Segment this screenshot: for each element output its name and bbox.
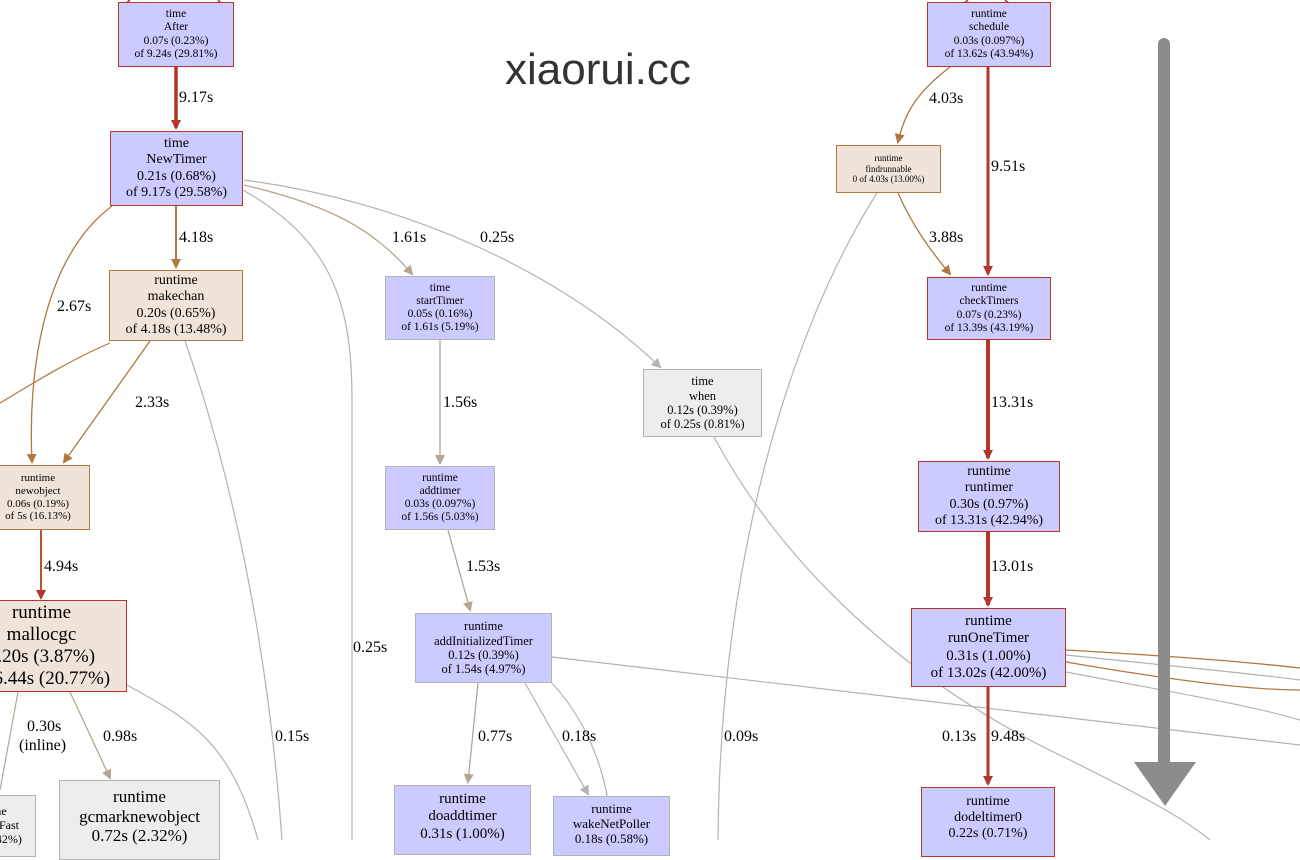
edge-addinit-doaddtimer: [463, 682, 479, 784]
edge-newtimer-when: [243, 179, 662, 369]
node-time-when[interactable]: time when 0.12s (0.39%) of 0.25s (0.81%): [643, 369, 762, 437]
edge-label: 1.61s: [392, 229, 427, 246]
edge-newtimer-newobject: [26, 205, 113, 464]
edge-schedule-findrunnable: [894, 66, 951, 144]
edge-label: 3.88s: [929, 229, 964, 246]
node-runtime-gcmarknewobject[interactable]: runtime gcmarknewobject 0.72s (2.32%): [59, 780, 220, 860]
edge-label: 0.18s: [562, 728, 597, 745]
node-time-starttimer[interactable]: time startTimer 0.05s (0.16%) of 1.61s (…: [385, 276, 495, 340]
edge-label: 0.13s: [942, 728, 977, 745]
edge-addinit-wakenet: [524, 682, 589, 796]
down-arrow-icon: [1134, 38, 1196, 806]
edge-label: 2.67s: [57, 298, 92, 315]
edge-label: 9.48s: [991, 728, 1026, 745]
edge-label: 9.17s: [179, 89, 214, 106]
edge-label: 4.03s: [929, 90, 964, 107]
edge-label-note: (inline): [19, 737, 67, 754]
edge-label: 0.15s: [275, 728, 310, 745]
watermark: xiaorui.cc: [505, 45, 691, 94]
node-runtime-mallocgc[interactable]: runtime mallocgc 1.20s (3.87%) of 6.44s …: [0, 600, 127, 692]
edge-label: 1.53s: [466, 558, 501, 575]
edge-label: 1.56s: [443, 394, 478, 411]
node-runtime-makechan[interactable]: runtime makechan 0.20s (0.65%) of 4.18s …: [109, 270, 243, 341]
edge-label: 0.77s: [478, 728, 513, 745]
node-time-newtimer[interactable]: time NewTimer 0.21s (0.68%) of 9.17s (29…: [110, 131, 243, 206]
node-runtime-findrunnable[interactable]: runtime findrunnable 0 of 4.03s (13.00%): [836, 145, 941, 193]
edge-label: 13.01s: [991, 558, 1034, 575]
node-runtime-dodeltimer0[interactable]: runtime dodeltimer0 0.22s (0.71%): [921, 787, 1055, 857]
edge-label: 4.18s: [179, 229, 214, 246]
node-time-after[interactable]: time After 0.07s (0.23%) of 9.24s (29.81…: [118, 2, 234, 67]
node-runtime-checktimers[interactable]: runtime checkTimers 0.07s (0.23%) of 13.…: [927, 277, 1051, 340]
node-runtime-schedule[interactable]: runtime schedule 0.03s (0.097%) of 13.62…: [927, 2, 1051, 67]
node-runtime-runonetimer[interactable]: runtime runOneTimer 0.31s (1.00%) of 13.…: [911, 608, 1066, 687]
node-runtime-addtimer[interactable]: runtime addtimer 0.03s (0.097%) of 1.56s…: [385, 466, 495, 530]
edge-newtimer-starttimer: [243, 184, 414, 276]
node-runtime-newobject[interactable]: runtime newobject 0.06s (0.19%) of 5s (1…: [0, 465, 90, 530]
edge-label: 0.30s: [27, 718, 62, 735]
edge-label: 4.94s: [44, 558, 79, 575]
edge-label: 0.25s: [353, 639, 388, 656]
edge-label: 9.51s: [991, 158, 1026, 175]
edge-label: 0.09s: [724, 728, 759, 745]
edge-label: 0.98s: [103, 728, 138, 745]
edge-label: 0.25s: [480, 229, 515, 246]
node-runtime-wakenetpoller[interactable]: runtime wakeNetPoller 0.18s (0.58%): [553, 796, 670, 856]
node-runtime-doaddtimer[interactable]: runtime doaddtimer 0.31s (1.00%): [394, 785, 531, 855]
edge-mallocgc-gcmark: [69, 691, 112, 780]
node-runtime-addinitializedtimer[interactable]: runtime addInitializedTimer 0.12s (0.39%…: [415, 613, 552, 683]
edge-makechan-newobject: [62, 340, 151, 464]
node-runtime-nextfreefast[interactable]: runtime nextFreeFast 0.13s (0.42%): [0, 795, 36, 857]
edge-label: 13.31s: [991, 394, 1034, 411]
node-runtime-runtimer[interactable]: runtime runtimer 0.30s (0.97%) of 13.31s…: [918, 461, 1060, 532]
edge-findrunnable-checktimers: [897, 192, 952, 276]
edge-addtimer-addinit: [447, 529, 473, 612]
edge-label: 2.33s: [135, 394, 170, 411]
call-graph-edges: [0, 0, 1300, 840]
